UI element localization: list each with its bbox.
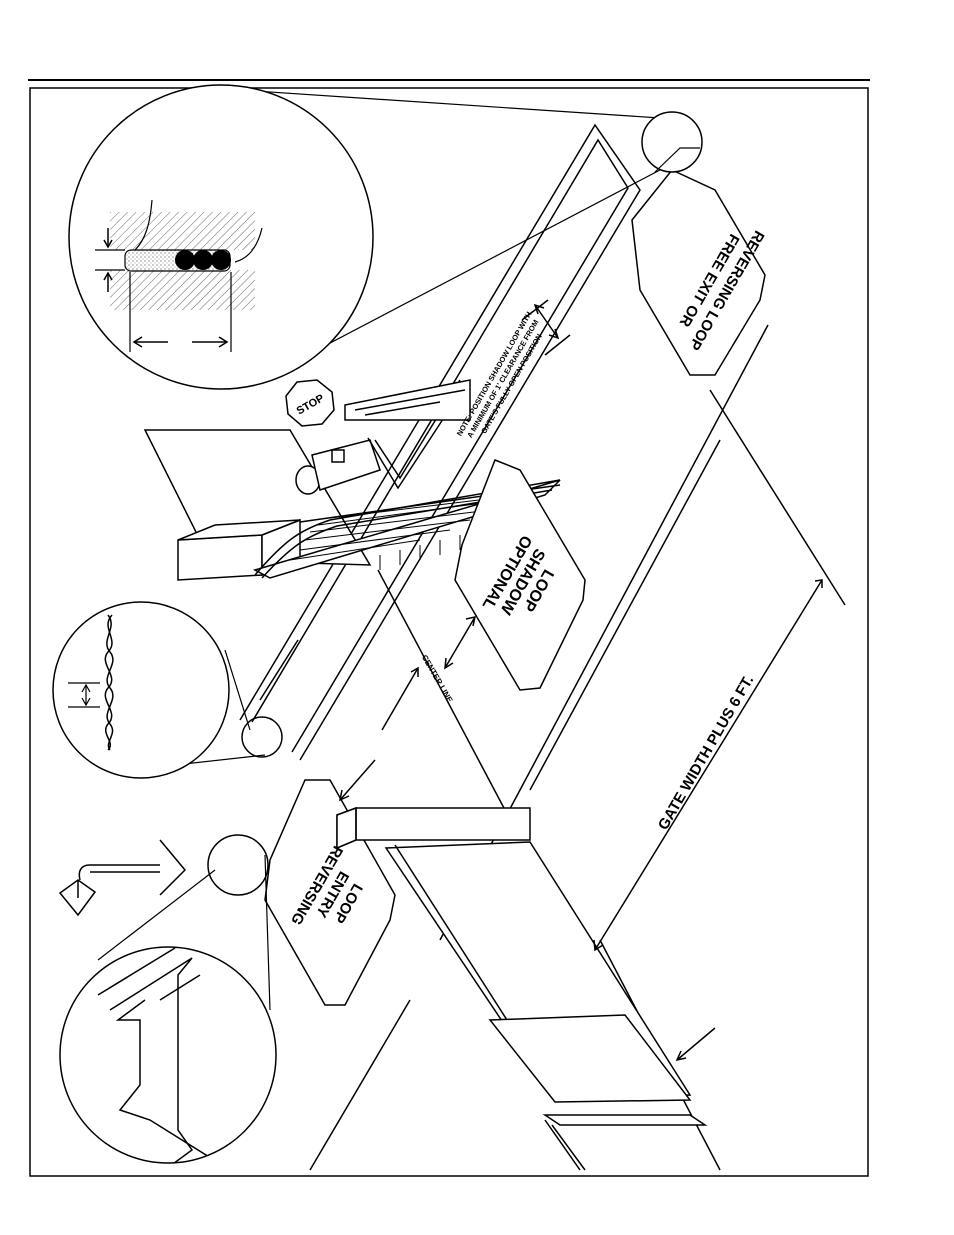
saw-cut-detail-marker (208, 835, 268, 895)
free-exit-detail-marker (642, 112, 702, 172)
twisted-wire-detail (53, 602, 229, 778)
photo-sensor (60, 840, 185, 915)
post-and-ramp (337, 808, 705, 1170)
gate-width-label: GATE WIDTH PLUS 6 FT. (655, 672, 758, 833)
gate-operator (145, 430, 380, 580)
slot-cross-section-detail (69, 85, 373, 389)
saw-cut-corner-detail (60, 947, 276, 1210)
clearance-note: NOTE: POSITION SHADOW LOOP WITH A MINIMU… (455, 310, 551, 447)
ramp-arrow (677, 1028, 715, 1060)
free-exit-loop: FREE EXIT OR REVERSING LOOP (632, 170, 768, 375)
center-line-dimensions (340, 617, 475, 800)
wire-twist-detail-marker (242, 717, 282, 757)
stop-sign: STOP (286, 380, 334, 426)
